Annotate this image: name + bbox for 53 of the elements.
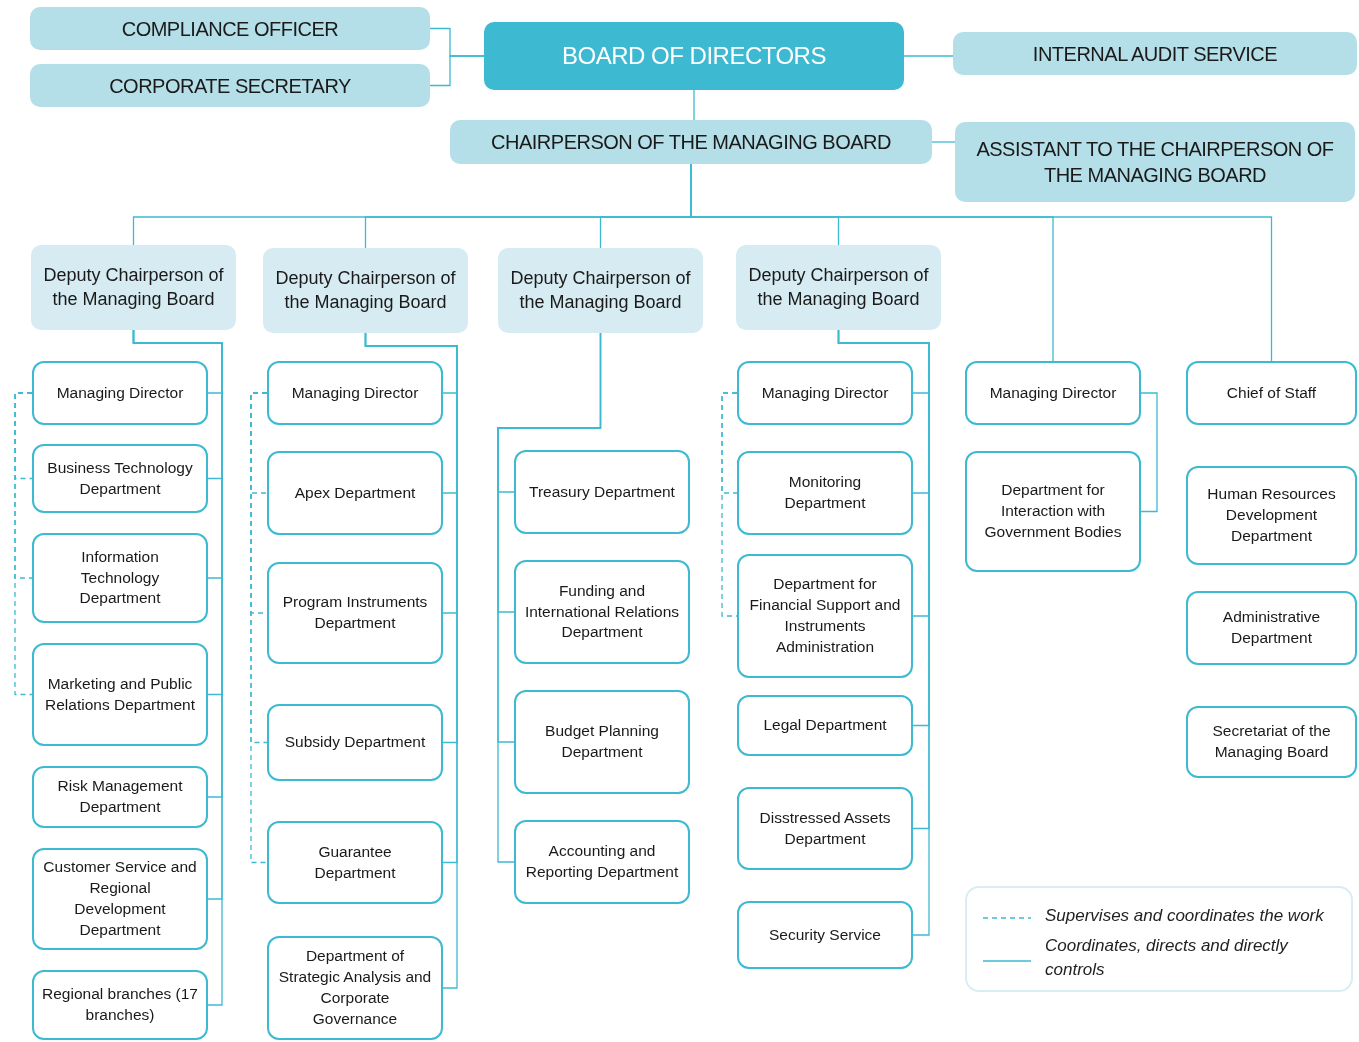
department-box: Department for Interaction with Government Bodies: [965, 451, 1141, 572]
connector-line: [837, 329, 930, 936]
department-box: Regional branches (17 branches): [32, 970, 208, 1040]
department-box: Managing Director: [965, 361, 1141, 425]
title-box: CORPORATE SECRETARY: [30, 64, 430, 107]
legend-text: Supervises and coordinates the work: [1045, 905, 1325, 927]
connector-line: [903, 55, 954, 57]
department-box: Customer Service and Regional Development Department: [32, 848, 208, 950]
department-box: Security Service: [737, 901, 913, 969]
title-box: ASSISTANT TO THE CHAIRPERSON OF THE MANAGING BOARD: [955, 122, 1355, 202]
department-box: Department of Strategic Analysis and Corporate Governance: [267, 936, 443, 1040]
department-box: Department for Financial Support and Instruments Administration: [737, 554, 913, 678]
department-box: Business Technology Department: [32, 444, 208, 513]
department-box: Managing Director: [737, 361, 913, 425]
department-box: Marketing and Public Relations Department: [32, 643, 208, 746]
connector-line: [132, 329, 223, 1006]
department-box: Funding and International Relations Department: [514, 560, 690, 664]
board-box: BOARD OF DIRECTORS: [484, 22, 904, 90]
connector-line: [931, 141, 956, 143]
connector-line: [14, 392, 33, 696]
connector-line: [364, 332, 458, 989]
connector-line: [721, 392, 738, 617]
legend-text: Coordinates, directs and directly controls: [1045, 935, 1290, 981]
deputy-box: Deputy Chairperson of the Managing Board: [736, 245, 941, 330]
department-box: Subsidy Department: [267, 704, 443, 781]
deputy-box: Deputy Chairperson of the Managing Board: [263, 248, 468, 333]
connector-line: [497, 332, 602, 863]
connector-line: [693, 89, 695, 121]
department-box: Risk Management Department: [32, 766, 208, 828]
title-box: CHAIRPERSON OF THE MANAGING BOARD: [450, 120, 932, 164]
deputy-box: Deputy Chairperson of the Managing Board: [31, 245, 236, 330]
deputy-box: Deputy Chairperson of the Managing Board: [498, 248, 703, 333]
department-box: Disstressed Assets Department: [737, 787, 913, 870]
connector-line: [429, 55, 485, 87]
department-box: Treasury Department: [514, 450, 690, 534]
department-box: Administrative Department: [1186, 591, 1357, 665]
connector-line: [250, 392, 268, 864]
title-box: COMPLIANCE OFFICER: [30, 7, 430, 50]
department-box: Managing Director: [32, 361, 208, 425]
connector-line: [1140, 392, 1158, 513]
department-box: Monitoring Department: [737, 451, 913, 535]
department-box: Budget Planning Department: [514, 690, 690, 794]
department-box: Apex Department: [267, 451, 443, 535]
department-box: Information Technology Department: [32, 533, 208, 623]
department-box: Guarantee Department: [267, 821, 443, 904]
department-box: Program Instruments Department: [267, 562, 443, 664]
title-box: INTERNAL AUDIT SERVICE: [953, 32, 1357, 75]
department-box: Chief of Staff: [1186, 361, 1357, 425]
department-box: Secretariat of the Managing Board: [1186, 706, 1357, 778]
department-box: Accounting and Reporting Department: [514, 820, 690, 904]
department-box: Legal Department: [737, 695, 913, 756]
department-box: Human Resources Development Department: [1186, 466, 1357, 565]
department-box: Managing Director: [267, 361, 443, 425]
